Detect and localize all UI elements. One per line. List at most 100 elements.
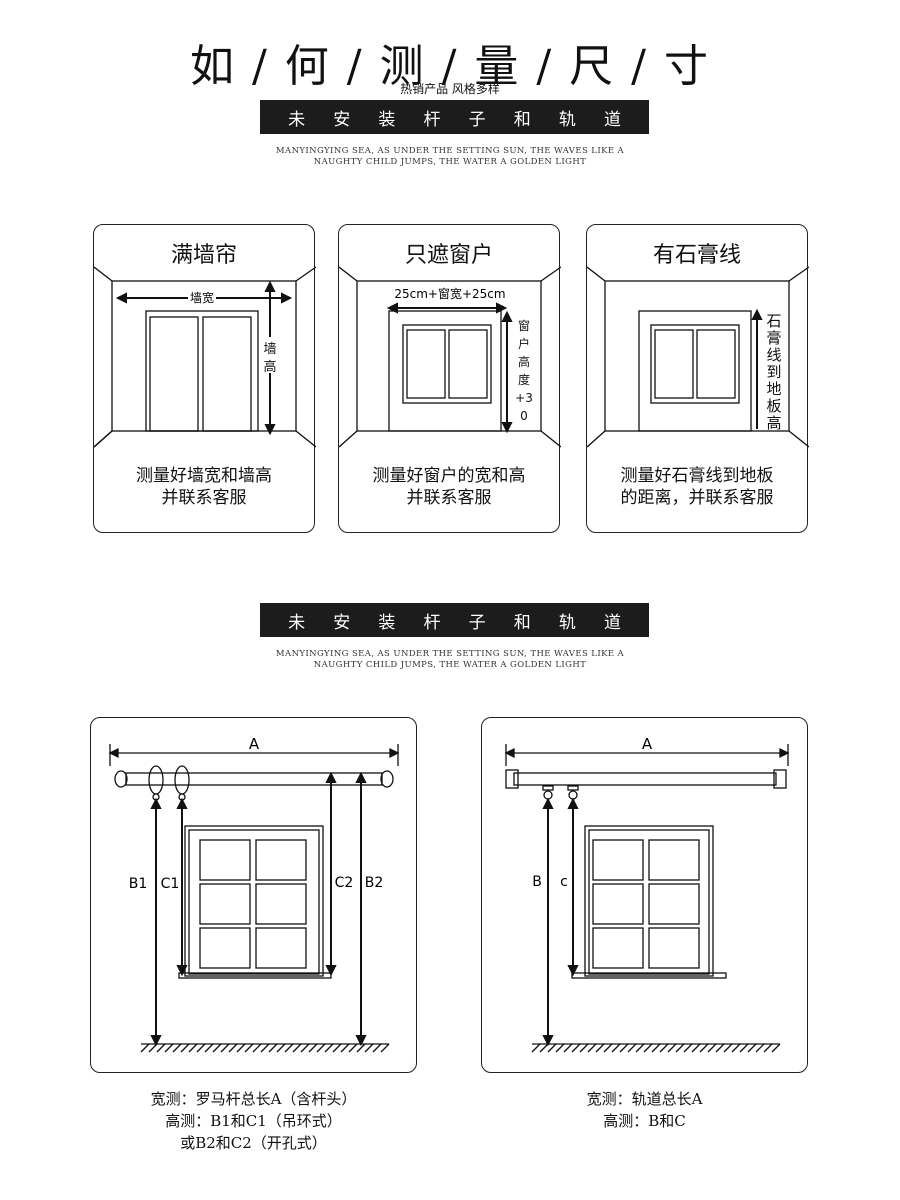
rod-b2-label: B2 — [365, 875, 384, 891]
track-diagram-frame: A B c — [481, 717, 808, 1073]
floor-hatch-line — [539, 1043, 549, 1053]
banner-char: 杆 — [423, 612, 441, 633]
floor-hatch-line — [292, 1043, 302, 1053]
banner-char: 安 — [333, 109, 351, 130]
floor-hatch-line — [771, 1043, 781, 1053]
floor-hatch-line — [707, 1043, 717, 1053]
page-subtitle: 热销产品 风格多样 — [400, 82, 500, 96]
full-wall-diagram: 墙宽 — [94, 266, 316, 448]
track-diagram: A B c — [504, 735, 790, 1053]
track-c-label: c — [560, 874, 568, 890]
banner-char: 和 — [513, 612, 531, 633]
floor-hatch-line — [164, 1043, 174, 1053]
banner-english-line: MANYINGYING SEA, AS UNDER THE SETTING SU… — [275, 146, 625, 156]
rod-c2-label: C2 — [335, 875, 354, 891]
caption-line: 宽测：轨道总长A — [586, 1090, 703, 1108]
banner-english-line: MANYINGYING SEA, AS UNDER THE SETTING SU… — [275, 649, 625, 659]
caption-line: 或B2和C2（开孔式） — [180, 1134, 327, 1152]
banner-char: 子 — [468, 612, 486, 633]
caption-line: 测量好石膏线到地板 — [620, 466, 774, 486]
floor-hatch-line — [236, 1043, 246, 1053]
window-only-diagram: 25cm+窗宽+25cm — [339, 266, 561, 448]
floor-hatch-line — [188, 1043, 198, 1053]
card-caption: 测量好墙宽和墙高 并联系客服 — [94, 465, 314, 509]
floor-hatch-line — [252, 1043, 262, 1053]
card-title: 有石膏线 — [652, 243, 741, 268]
caption-line: 并联系客服 — [161, 488, 247, 508]
floor-hatch-line — [563, 1043, 573, 1053]
floor-hatch-line — [691, 1043, 701, 1053]
card-caption: 测量好石膏线到地板 的距离，并联系客服 — [587, 465, 807, 509]
roman-rod-caption: 宽测：罗马杆总长A（含杆头） 高测：B1和C1（吊环式） 或B2和C2（开孔式） — [90, 1088, 417, 1154]
floor-hatch-line — [340, 1043, 350, 1053]
floor-hatch-line — [364, 1043, 374, 1053]
track-caption: 宽测：轨道总长A 高测：B和C — [481, 1088, 808, 1132]
window-height-label: 窗户高度+30 — [515, 319, 533, 423]
card-caption: 测量好窗户的宽和高 并联系客服 — [339, 465, 559, 509]
banner-char: 装 — [378, 612, 396, 633]
banner-char: 和 — [513, 109, 531, 130]
caption-line: 高测：B1和C1（吊环式） — [165, 1112, 342, 1130]
roman-rod-diagram: A — [108, 735, 400, 1053]
caption-line: 的距离，并联系客服 — [620, 488, 774, 508]
banner-char: 装 — [378, 109, 396, 130]
floor-hatch-line — [324, 1043, 334, 1053]
floor-hatch-line — [284, 1043, 294, 1053]
floor-hatch-line — [603, 1043, 613, 1053]
floor-hatch-line — [531, 1043, 541, 1053]
floor-hatch-line — [380, 1043, 390, 1053]
banner-char: 轨 — [558, 612, 576, 633]
banner-char: 轨 — [558, 109, 576, 130]
floor-hatch-line — [276, 1043, 286, 1053]
floor-hatch-line — [244, 1043, 254, 1053]
wall-height-label: 墙高 — [263, 342, 277, 375]
rod-b1-label: B1 — [129, 876, 148, 892]
floor-hatch-line — [300, 1043, 310, 1053]
floor-hatch-line — [651, 1043, 661, 1053]
floor-hatch-line — [571, 1043, 581, 1053]
floor-hatch-line — [220, 1043, 230, 1053]
card-gypsum-line: 有石膏线 石膏线到地板高 测量好石膏线到地板 的距离，并联系客服 — [586, 224, 809, 533]
banner-char: 安 — [333, 612, 351, 633]
section-banner: 未 安 装 杆 子 和 轨 道 — [260, 603, 649, 637]
floor-hatch-line — [611, 1043, 621, 1053]
banner-char: 未 — [288, 612, 306, 633]
floor-hatch-line — [260, 1043, 270, 1053]
floor-hatch-line — [587, 1043, 597, 1053]
floor-hatch-line — [723, 1043, 733, 1053]
rod-width-label: A — [249, 735, 260, 753]
floor-hatch-line — [675, 1043, 685, 1053]
banner-char: 未 — [288, 109, 306, 130]
rod-c1-label: C1 — [161, 876, 180, 892]
floor-hatch-line — [228, 1043, 238, 1053]
floor-hatch-line — [683, 1043, 693, 1053]
floor-hatch-line — [627, 1043, 637, 1053]
banner-char: 子 — [468, 109, 486, 130]
floor-hatch-line — [659, 1043, 669, 1053]
page-title: 如 / 何 / 测 / 量 / 尺 / 寸 — [190, 41, 710, 92]
caption-line: 并联系客服 — [406, 488, 492, 508]
floor-hatch-line — [196, 1043, 206, 1053]
card-window-only: 只遮窗户 25cm+窗宽+25cm 窗户高度+30 测量好窗户的宽和高 并联系客… — [338, 224, 561, 533]
floor-hatch-line — [156, 1043, 166, 1053]
floor-hatch-line — [316, 1043, 326, 1053]
floor-hatch-line — [172, 1043, 182, 1053]
floor-hatch-line — [332, 1043, 342, 1053]
banner-english-line: NAUGHTY CHILD JUMPS, THE WATER A GOLDEN … — [313, 660, 587, 670]
floor-hatch-line — [204, 1043, 214, 1053]
floor-hatch-line — [739, 1043, 749, 1053]
floor-hatch-line — [667, 1043, 677, 1053]
floor-hatch-line — [555, 1043, 565, 1053]
floor-hatch-line — [755, 1043, 765, 1053]
banner-char: 杆 — [423, 109, 441, 130]
floor-hatch-line — [635, 1043, 645, 1053]
floor-hatch-line — [372, 1043, 382, 1053]
banner-char: 道 — [603, 612, 621, 633]
floor-hatch-line — [212, 1043, 222, 1053]
floor-hatch-line — [348, 1043, 358, 1053]
floor-hatch-line — [595, 1043, 605, 1053]
caption-line: 高测：B和C — [603, 1112, 686, 1130]
floor-hatch-line — [619, 1043, 629, 1053]
banner-char: 道 — [603, 109, 621, 130]
floor-hatch-line — [268, 1043, 278, 1053]
